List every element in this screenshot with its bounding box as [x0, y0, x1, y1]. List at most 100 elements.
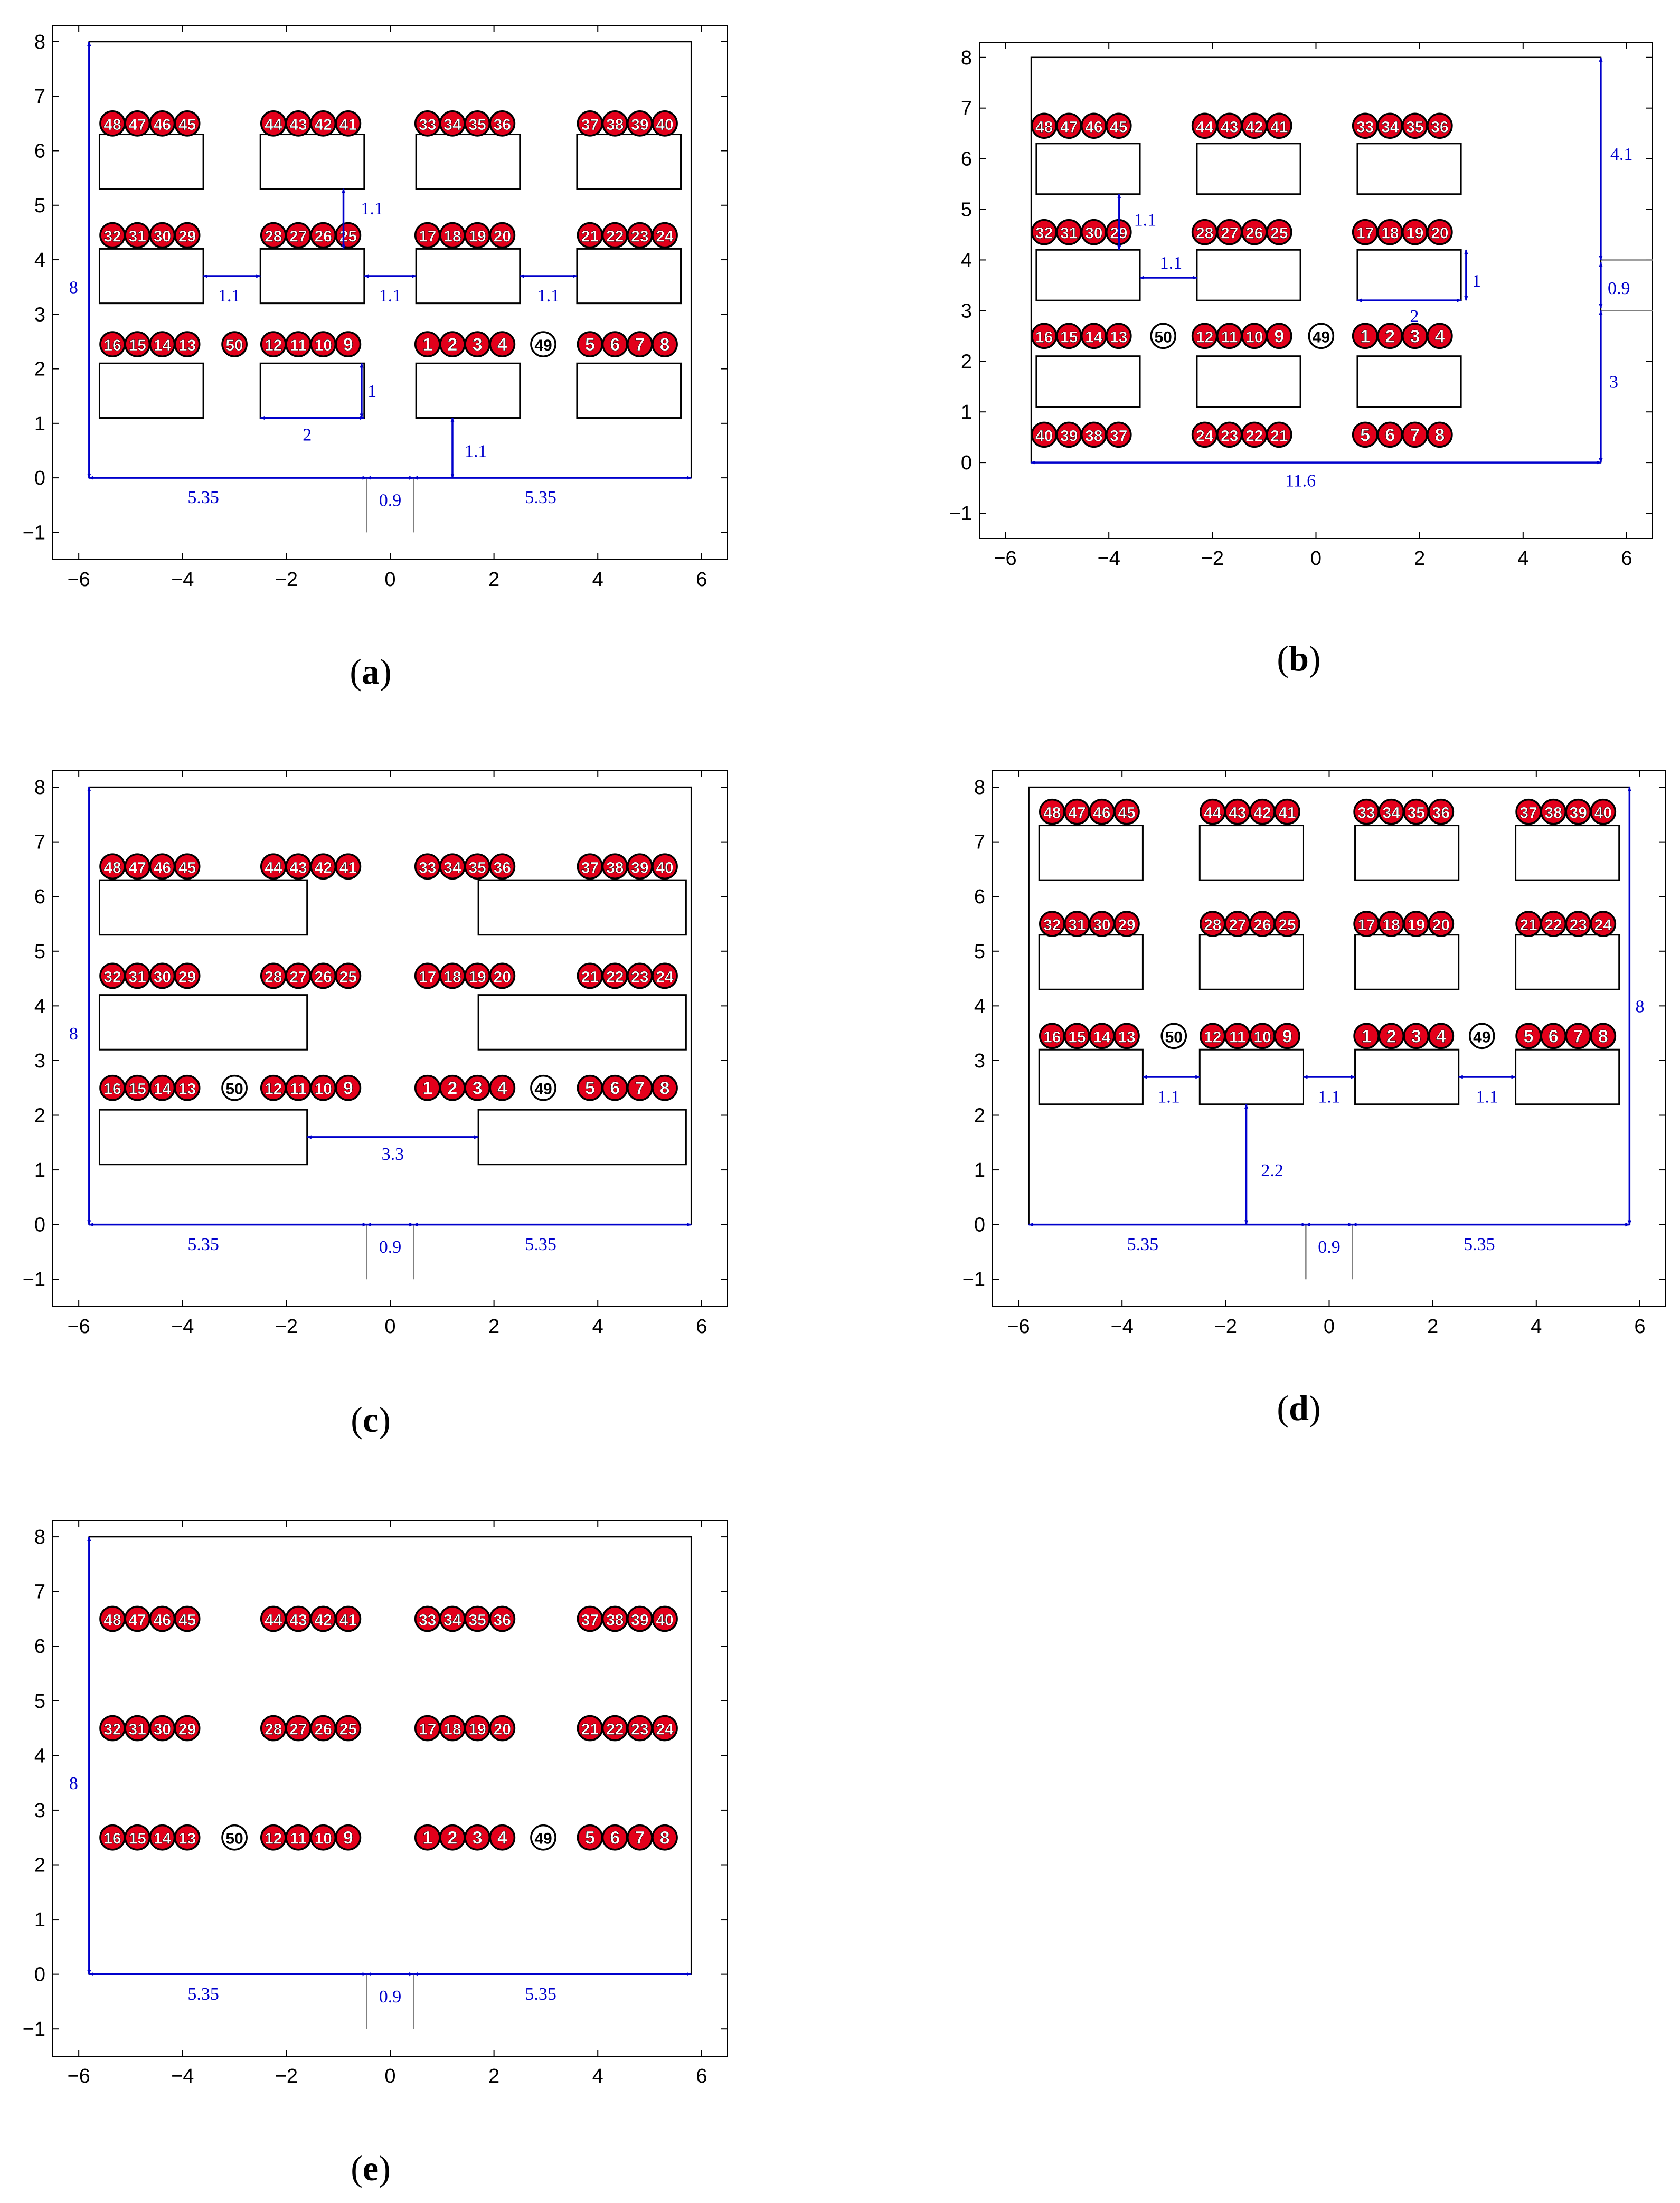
seat-label: 33: [419, 1611, 436, 1629]
table: [477, 879, 687, 936]
seat-label: 37: [581, 1611, 599, 1629]
table: [1198, 825, 1304, 881]
seat-label: 30: [1093, 916, 1110, 934]
seat-label: 49: [1313, 328, 1330, 346]
seat-label: 23: [631, 1721, 648, 1738]
seat-label: 44: [265, 859, 282, 876]
seat-label: 30: [154, 1721, 171, 1738]
dimension-label: 0.9: [379, 490, 402, 510]
x-tick-label: −6: [67, 2065, 90, 2087]
seat-label: 8: [1598, 1026, 1608, 1046]
seat-label: 39: [1570, 805, 1587, 822]
y-tick-label: 0: [961, 452, 972, 474]
y-tick-label: 6: [961, 148, 972, 171]
seat-label: 47: [129, 859, 146, 876]
y-tick-label: −1: [23, 1269, 45, 1291]
seat-label: 7: [635, 335, 645, 355]
panel-b-caption-letter: b: [1289, 638, 1309, 678]
seat-label: 37: [581, 116, 599, 134]
y-tick-label: 6: [34, 886, 45, 908]
seat-label: 23: [1221, 427, 1238, 445]
y-tick-label: 7: [974, 831, 985, 854]
seat-13: [174, 1824, 201, 1851]
seat-label: 26: [314, 968, 332, 986]
seat-label: 42: [314, 1611, 332, 1629]
dimension-label: 1.1: [1134, 211, 1157, 230]
seat-41: [1266, 112, 1292, 139]
panel-b-caption-close: ): [1309, 638, 1321, 678]
seat-label: 31: [129, 1721, 146, 1738]
seat-20: [489, 222, 516, 249]
seat-9: [335, 331, 362, 357]
seat-label: 49: [534, 1830, 552, 1848]
table: [259, 362, 365, 419]
seat-24: [652, 222, 678, 249]
table: [415, 362, 521, 419]
seat-label: 46: [1085, 118, 1102, 136]
y-tick-label: 0: [34, 1214, 45, 1236]
seat-label: 45: [1110, 118, 1127, 136]
seat-label: 30: [154, 968, 171, 986]
table: [98, 134, 204, 190]
seat-label: 45: [1118, 805, 1135, 822]
seat-label: 15: [1060, 328, 1078, 346]
x-tick-label: 0: [1324, 1316, 1335, 1338]
seat-label: 18: [443, 1721, 461, 1738]
y-tick-label: 8: [34, 777, 45, 799]
table: [259, 134, 365, 190]
seat-label: 50: [225, 337, 243, 354]
seat-45: [174, 110, 201, 137]
dimension-label: 0.9: [1318, 1237, 1341, 1257]
seat-label: 14: [1085, 328, 1103, 346]
seat-label: 34: [1381, 118, 1399, 136]
dimension-label: 5.35: [187, 1235, 219, 1254]
seat-29: [174, 1715, 201, 1742]
seat-label: 5: [585, 1828, 595, 1848]
seat-label: 25: [339, 228, 357, 245]
seat-41: [335, 1605, 362, 1632]
seat-label: 22: [1245, 427, 1263, 445]
seat-label: 24: [656, 1721, 674, 1738]
seat-label: 41: [339, 1611, 357, 1629]
seat-label: 11: [290, 1830, 307, 1848]
seat-24: [652, 1715, 678, 1742]
x-tick-label: 6: [696, 569, 707, 591]
seat-label: 22: [606, 228, 624, 245]
seat-20: [1427, 219, 1453, 245]
x-tick-label: 4: [1531, 1316, 1542, 1338]
seat-4: [489, 1074, 516, 1101]
dimension-label: 4.1: [1610, 145, 1633, 164]
table: [1038, 934, 1144, 990]
seat-50: [221, 1824, 248, 1851]
seat-21: [1266, 421, 1292, 448]
seat-label: 48: [1035, 118, 1053, 136]
panel-c-caption: (c): [351, 1400, 391, 1440]
seat-label: 4: [497, 335, 507, 355]
table: [415, 134, 521, 190]
seat-label: 23: [631, 968, 648, 986]
seat-label: 37: [1519, 805, 1537, 822]
seat-label: 21: [1519, 916, 1537, 934]
table: [576, 362, 682, 419]
seat-label: 3: [473, 1079, 483, 1099]
y-tick-label: 5: [961, 199, 972, 221]
y-tick-label: −1: [962, 1269, 985, 1291]
seat-label: 2: [1385, 326, 1395, 346]
seat-36: [1428, 798, 1455, 825]
seat-label: 13: [178, 337, 196, 354]
seat-label: 45: [178, 116, 196, 134]
panel-e-caption-close: ): [379, 2148, 391, 2188]
x-tick-label: 6: [1634, 1316, 1645, 1338]
dimension-label: 2.2: [1261, 1161, 1283, 1180]
table: [1515, 825, 1620, 881]
seat-9: [1274, 1023, 1300, 1050]
seat-label: 12: [1196, 328, 1213, 346]
y-tick-label: 4: [34, 249, 45, 271]
x-tick-label: −2: [1201, 547, 1224, 570]
seat-41: [335, 853, 362, 880]
seat-label: 6: [610, 1828, 620, 1848]
seat-label: 3: [473, 1828, 483, 1848]
seat-label: 14: [154, 337, 172, 354]
